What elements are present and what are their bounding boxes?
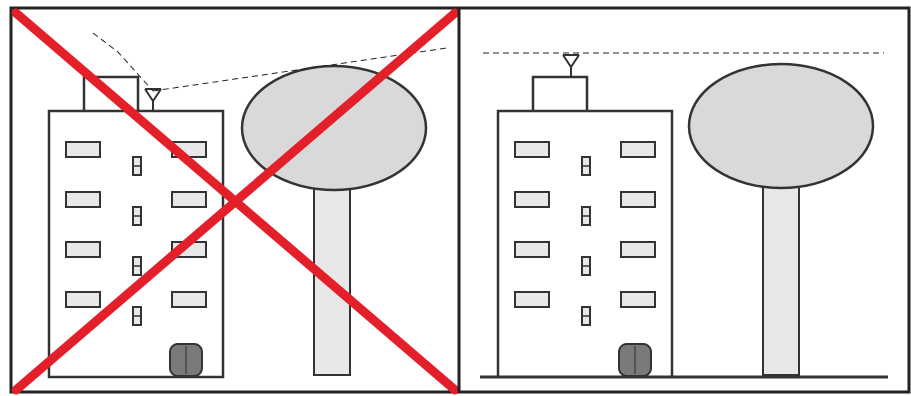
- rooftop-box: [531, 75, 589, 114]
- antenna-icon: [144, 88, 162, 111]
- building-right: [496, 75, 674, 379]
- antenna-icon: [562, 54, 580, 77]
- window: [171, 191, 207, 208]
- window: [65, 241, 101, 258]
- window: [514, 141, 550, 158]
- window: [620, 291, 656, 308]
- panel-correct: [457, 6, 911, 394]
- window-grid-right: [514, 141, 656, 377]
- window: [514, 241, 550, 258]
- window: [65, 291, 101, 308]
- cross-out-mark: [11, 8, 460, 395]
- window: [514, 291, 550, 308]
- panel-incorrect: [9, 6, 461, 395]
- window: [514, 191, 550, 208]
- window: [65, 191, 101, 208]
- window: [65, 141, 101, 158]
- building-left: [47, 75, 225, 379]
- signal-sightline-left: [92, 32, 448, 92]
- tree-canopy: [687, 62, 875, 190]
- window: [620, 241, 656, 258]
- tree-right: [687, 62, 875, 376]
- window: [620, 191, 656, 208]
- window-grid-left: [65, 141, 207, 377]
- tree-trunk: [762, 184, 800, 376]
- window: [171, 291, 207, 308]
- window: [620, 141, 656, 158]
